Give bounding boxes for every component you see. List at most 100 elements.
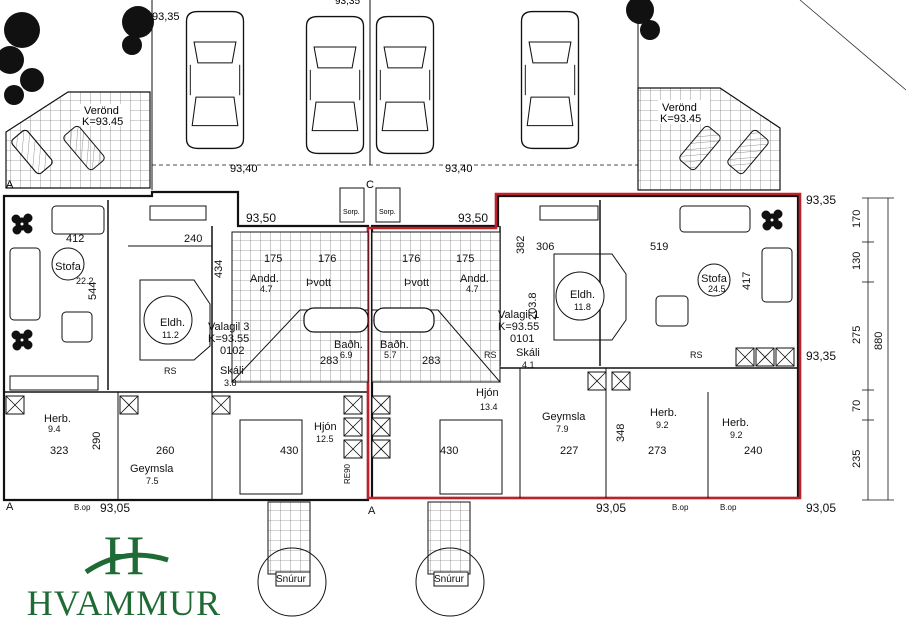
- svg-text:RS: RS: [484, 350, 497, 360]
- entrance-elev: K=93.55: [498, 321, 539, 333]
- svg-text:H: H: [104, 525, 144, 584]
- svg-text:240: 240: [744, 445, 762, 457]
- svg-text:412: 412: [66, 233, 84, 245]
- svg-text:176: 176: [402, 253, 420, 265]
- svg-text:283: 283: [320, 355, 338, 367]
- parking-elev-3: 93,40: [230, 163, 258, 175]
- svg-text:B.op: B.op: [672, 503, 689, 512]
- entrance-elev: K=93.55: [208, 333, 249, 345]
- room-name-thvott: Þvott: [404, 277, 429, 289]
- entrance-unit: 0102: [220, 345, 244, 357]
- room-name-andd: Andd.: [250, 273, 279, 285]
- right-apartment-labels: 93,50 306 382 519 417 203.8 175 176 430 …: [368, 211, 762, 517]
- svg-text:323: 323: [50, 445, 68, 457]
- veranda-left-name: Verönd: [84, 105, 119, 117]
- room-area-andd: 4.7: [466, 284, 479, 294]
- room-area-skali: 3.8: [224, 378, 237, 388]
- svg-text:430: 430: [280, 445, 298, 457]
- svg-text:93,05: 93,05: [596, 501, 626, 515]
- svg-text:A: A: [368, 505, 376, 517]
- svg-text:175: 175: [456, 253, 474, 265]
- svg-text:275: 275: [851, 326, 863, 344]
- room-area-herb2: 9.2: [730, 430, 743, 440]
- room-name-hjon: Hjón: [314, 421, 337, 433]
- veranda-left-elev: K=93.45: [82, 116, 123, 128]
- dimension-labels: 93,35 93,35 93,05 170 130 275 70 235 880: [806, 193, 885, 515]
- room-name-eldh: Eldh.: [160, 317, 185, 329]
- entrance-name: Valagil 3: [208, 321, 249, 333]
- room-name-herb2: Herb.: [722, 417, 749, 429]
- svg-text:RS: RS: [164, 366, 177, 376]
- room-name-stofa: Stofa: [701, 273, 728, 285]
- room-area-geymsla: 7.5: [146, 476, 159, 486]
- svg-text:240: 240: [184, 233, 202, 245]
- svg-text:93,05: 93,05: [100, 501, 130, 515]
- svg-text:417: 417: [741, 272, 753, 290]
- room-area-bad: 6.9: [340, 350, 353, 360]
- svg-text:880: 880: [873, 332, 885, 350]
- svg-text:93,35: 93,35: [806, 193, 836, 207]
- logo-wordmark: HVAMMUR: [26, 583, 222, 623]
- svg-text:RS: RS: [690, 350, 703, 360]
- veranda-right-name: Verönd: [662, 102, 697, 114]
- car-icon: [185, 10, 245, 150]
- svg-text:B.op: B.op: [720, 503, 737, 512]
- room-name-stofa: Stofa: [55, 261, 82, 273]
- room-area-skali: 4.1: [522, 360, 535, 370]
- svg-text:B.op: B.op: [74, 503, 91, 512]
- room-area-stofa: 22.2: [76, 276, 94, 286]
- room-area-herb1: 9.2: [656, 420, 669, 430]
- svg-text:130: 130: [851, 252, 863, 270]
- room-area-hjon: 13.4: [480, 402, 498, 412]
- svg-text:C: C: [366, 179, 374, 191]
- parking-area: 93,35 93,35 93,40 93,40: [151, 0, 639, 190]
- parking-elev-2: 93,35: [335, 0, 360, 7]
- room-area-eldh: 11.8: [574, 302, 591, 312]
- svg-text:434: 434: [213, 260, 225, 278]
- clothesline-left: Snúrur: [276, 574, 307, 585]
- dimension-chain: [862, 197, 894, 501]
- car-icon: [305, 15, 365, 155]
- room-name-skali: Skáli: [220, 365, 244, 377]
- car-icon: [520, 10, 580, 150]
- veranda-right-elev: K=93.45: [660, 113, 701, 125]
- svg-text:70: 70: [851, 400, 863, 412]
- entrance-ramps: [257, 501, 485, 617]
- svg-text:Sorp.: Sorp.: [343, 209, 360, 216]
- svg-text:A: A: [6, 501, 14, 513]
- svg-text:Sorp.: Sorp.: [379, 209, 396, 216]
- svg-text:519: 519: [650, 241, 668, 253]
- parking-elev-4: 93,40: [445, 163, 473, 175]
- entrance-name: Valagil 1: [498, 309, 539, 321]
- svg-text:273: 273: [648, 445, 666, 457]
- room-name-bad: Baðh.: [334, 339, 363, 351]
- svg-text:290: 290: [91, 432, 103, 450]
- svg-text:93,50: 93,50: [458, 211, 488, 225]
- svg-text:93,05: 93,05: [806, 501, 836, 515]
- room-area-herb: 9.4: [48, 424, 61, 434]
- room-area-andd: 4.7: [260, 284, 273, 294]
- marker-a: A: [6, 179, 14, 191]
- room-name-eldh: Eldh.: [570, 289, 595, 301]
- svg-text:382: 382: [515, 236, 527, 254]
- svg-text:260: 260: [156, 445, 174, 457]
- veranda-left: Verönd K=93.45 A: [5, 91, 151, 191]
- room-name-skali: Skáli: [516, 347, 540, 359]
- room-name-herb1: Herb.: [650, 407, 677, 419]
- room-name-geymsla: Geymsla: [542, 411, 586, 423]
- room-area-hjon: 12.5: [316, 434, 334, 444]
- svg-text:227: 227: [560, 445, 578, 457]
- room-name-herb: Herb.: [44, 413, 71, 425]
- left-apartment-labels: 93,50 412 240 544 434 175 176 323 290 26…: [6, 211, 363, 515]
- selected-unit-outline: [366, 192, 802, 500]
- svg-text:348: 348: [615, 424, 627, 442]
- hvammur-logo: H HVAMMUR: [8, 520, 240, 623]
- svg-text:283: 283: [422, 355, 440, 367]
- room-area-geymsla: 7.9: [556, 424, 569, 434]
- room-name-andd: Andd.: [460, 273, 489, 285]
- trees-top-left: [0, 0, 660, 105]
- room-area-stofa: 24.5: [708, 284, 726, 294]
- entrance-unit: 0101: [510, 333, 534, 345]
- svg-text:175: 175: [264, 253, 282, 265]
